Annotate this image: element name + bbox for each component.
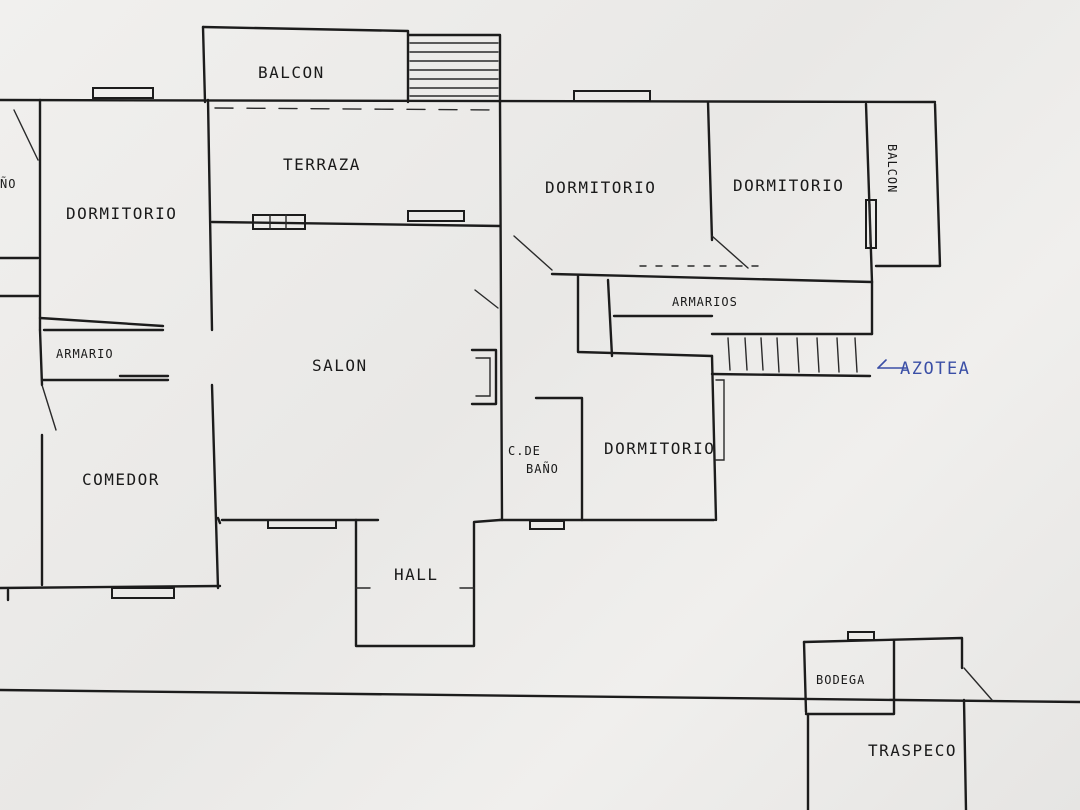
label-c-de-bano-line1: C.DE — [508, 444, 541, 458]
wall-hall — [354, 518, 502, 648]
label-armarios: ARMARIOS — [672, 295, 738, 309]
wall-armarios — [576, 274, 714, 358]
exterior-wall-bottom — [0, 688, 1080, 704]
label-armario: ARMARIO — [56, 347, 114, 361]
window-top-2 — [573, 90, 651, 102]
label-hall: HALL — [394, 565, 439, 584]
label-traspeco: TRASPECO — [868, 741, 957, 760]
wall-salon-comedor — [210, 383, 220, 590]
label-dormitorio-right: DORMITORIO — [733, 176, 844, 195]
wall-comedor-bottom — [0, 584, 222, 590]
window-terraza-2 — [407, 210, 465, 222]
window-bodega — [847, 631, 875, 641]
label-azotea: AZOTEA — [900, 359, 970, 379]
label-edge-fragment: ÑO — [0, 176, 16, 191]
exterior-wall-top — [0, 98, 937, 104]
azotea-arrow-icon — [877, 359, 907, 369]
window-bano — [529, 520, 565, 530]
label-salon: SALON — [312, 356, 368, 375]
side-window — [865, 199, 877, 249]
wall-bano — [534, 396, 584, 522]
label-dormitorio-mid: DORMITORIO — [545, 178, 656, 197]
wall-terraza-bottom — [210, 220, 502, 228]
wall-dorm-divider — [706, 100, 714, 242]
window-terraza-1 — [252, 214, 306, 230]
wall-bodega — [802, 636, 964, 670]
label-balcon-side: BALCON — [885, 144, 899, 193]
label-c-de-bano-line2: BAÑO — [526, 461, 559, 476]
window-salon-bottom — [267, 519, 337, 529]
balcony-top — [201, 25, 502, 104]
label-dormitorio-left: DORMITORIO — [66, 204, 177, 223]
label-bodega: BODEGA — [816, 673, 865, 687]
window-top-1 — [92, 87, 154, 99]
stairs-top — [409, 42, 499, 97]
label-comedor: COMEDOR — [82, 470, 160, 489]
wall-balcony-side — [864, 102, 874, 284]
fireplace — [470, 348, 498, 406]
label-terraza: TERRAZA — [283, 155, 361, 174]
window-comedor — [111, 587, 175, 599]
label-balcon-top: BALCON — [258, 63, 325, 82]
label-dormitorio-lower: DORMITORIO — [604, 439, 715, 458]
stairs-azotea — [710, 337, 872, 378]
balcony-rail-dashed — [214, 107, 501, 111]
wall-terraza-left — [206, 98, 214, 332]
